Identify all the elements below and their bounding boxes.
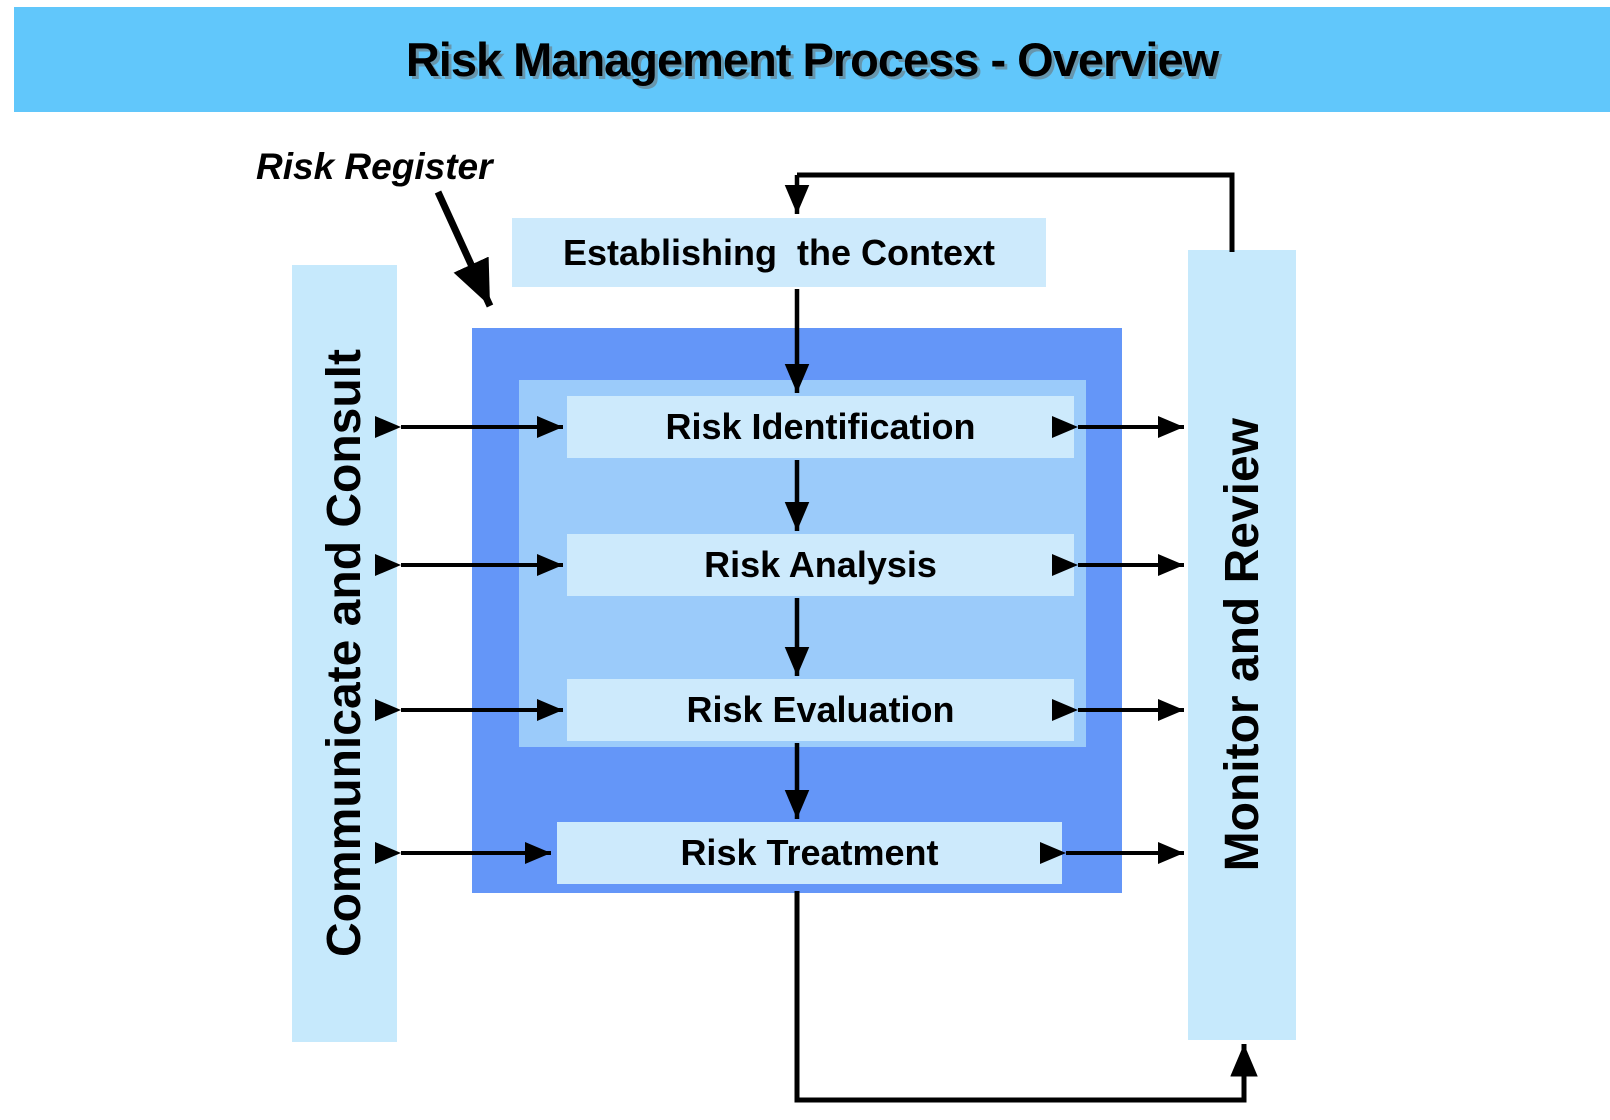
- context-label: Establishing the Context: [562, 231, 996, 273]
- risk-register-arrow-icon: [434, 190, 494, 308]
- sidebar-monitor-and-review: Monitor and Review: [1188, 250, 1296, 1040]
- risk-register-label: Risk Register: [256, 146, 493, 187]
- risk-treatment-label: Risk Treatment: [680, 832, 939, 873]
- step-box-risk-treatment: Risk Treatment: [557, 822, 1062, 884]
- title-banner: Risk Management Process - Overview: [14, 7, 1610, 112]
- risk-analysis-label: Risk Analysis: [704, 544, 937, 585]
- sidebar-left-label: Communicate and Consult: [318, 349, 371, 958]
- page-title: Risk Management Process - Overview: [405, 33, 1219, 86]
- sidebar-communicate-and-consult: Communicate and Consult: [292, 265, 397, 1042]
- context-box: Establishing the Context: [512, 218, 1046, 287]
- step-box-risk-analysis: Risk Analysis: [567, 534, 1074, 596]
- sidebar-right-label: Monitor and Review: [1215, 418, 1269, 872]
- step-box-risk-identification: Risk Identification: [567, 396, 1074, 458]
- loop-bottom-line: [794, 891, 1258, 1103]
- risk-evaluation-label: Risk Evaluation: [686, 689, 955, 730]
- risk-identification-label: Risk Identification: [665, 406, 976, 447]
- step-box-risk-evaluation: Risk Evaluation: [567, 679, 1074, 741]
